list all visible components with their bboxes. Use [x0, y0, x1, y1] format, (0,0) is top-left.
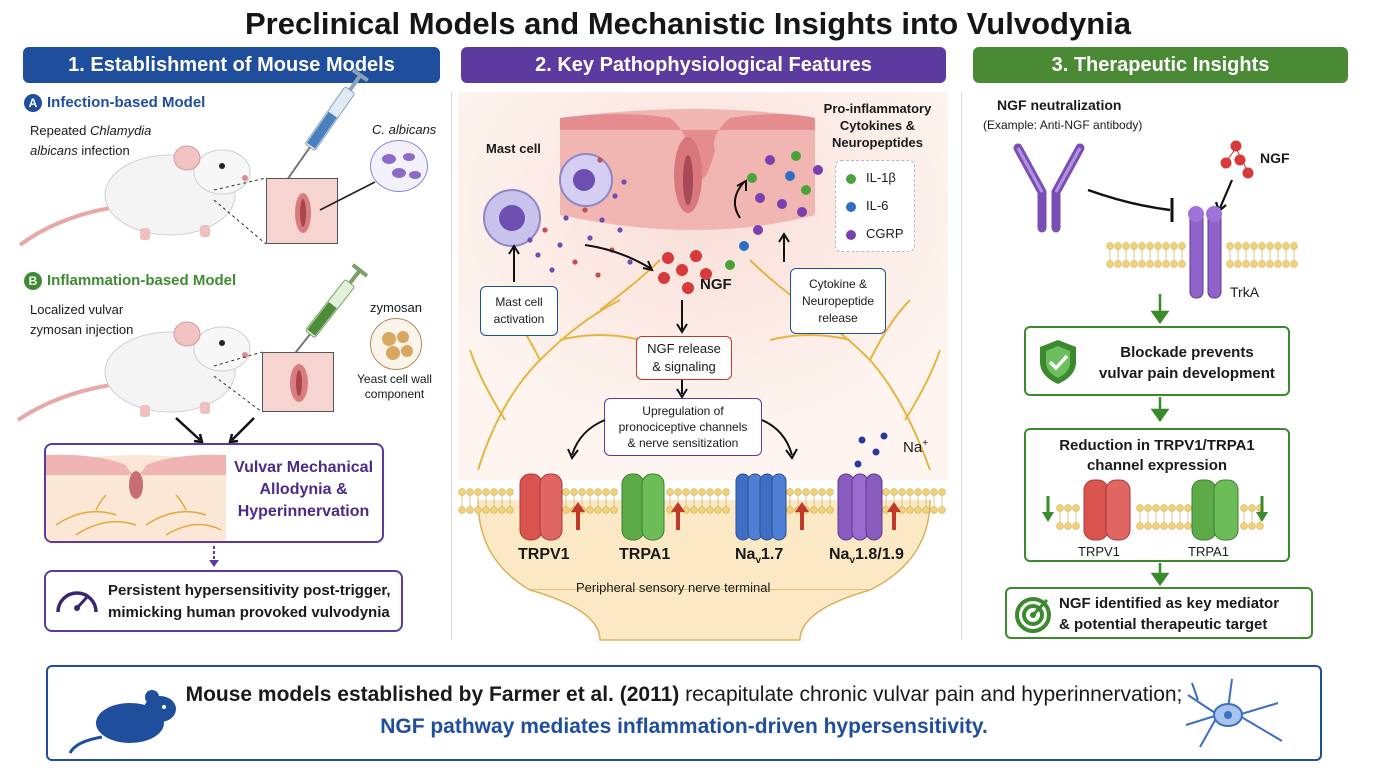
- footer-line1: Mouse models established by Farmer et al…: [185, 683, 1183, 706]
- gauge-icon: [56, 591, 98, 613]
- trpa1-label-s3: TRPA1: [1188, 544, 1229, 559]
- ngf-label: NGF: [700, 276, 732, 293]
- neuron-icon: [1185, 678, 1283, 748]
- trpv1-label: TRPV1: [518, 546, 570, 563]
- mouse-b-illustration: [16, 321, 251, 422]
- mouse-icon: [68, 690, 176, 754]
- ngf-label-s3: NGF: [1260, 150, 1290, 166]
- nav18-channel: [837, 473, 883, 541]
- target-icon: [1015, 597, 1051, 633]
- legend-swatch-il1b: [846, 174, 856, 184]
- badge-a: A: [24, 94, 42, 112]
- page-title: Preclinical Models and Mechanistic Insig…: [245, 6, 1131, 41]
- yeast-cell-icon: [370, 318, 422, 370]
- persistent-text: Persistent hypersensitivity post-trigger…: [108, 582, 391, 621]
- vulva-inset-b: [262, 352, 334, 412]
- c-albicans-icon: [370, 140, 428, 192]
- section-1-header: 1. Establishment of Mouse Models: [23, 47, 440, 83]
- inset-b-connector: [213, 351, 263, 413]
- model-a-title: Infection-based Model: [47, 94, 206, 111]
- legend-label: IL-6: [866, 198, 889, 213]
- badge-b: B: [24, 272, 42, 290]
- trpv1-label-s3: TRPV1: [1078, 544, 1120, 559]
- ngf-neutralization-label: NGF neutralization: [997, 97, 1122, 113]
- mast-cell-label: Mast cell: [486, 141, 541, 156]
- shield-check-icon: [1040, 340, 1076, 384]
- legend: IL-1β IL-6 CGRP: [835, 160, 915, 252]
- nav17-channel: [735, 473, 787, 541]
- section-2-header: 2. Key Pathophysiological Features: [461, 47, 946, 83]
- tissue-illustration: [46, 454, 226, 541]
- model-a-description: Repeated Chlamydia albicans infection: [30, 123, 152, 158]
- vulva-inset-a: [266, 178, 338, 244]
- divider: [961, 92, 962, 640]
- trpa1-label: TRPA1: [619, 546, 671, 563]
- inset-a-connector: [213, 177, 376, 245]
- legend-label: CGRP: [866, 226, 904, 241]
- divider: [451, 92, 452, 640]
- legend-swatch-cgrp: [846, 230, 856, 240]
- legend-label: IL-1β: [866, 170, 896, 185]
- footer-line2: NGF pathway mediates inflammation-driven…: [380, 715, 988, 738]
- mouse-a-illustration: [18, 145, 251, 247]
- sodium-label: Na+: [903, 438, 929, 456]
- zymosan-label: zymosan: [370, 300, 423, 315]
- terminal-label: Peripheral sensory nerve terminal: [576, 580, 771, 595]
- ngf-release-box: NGF release& signaling: [636, 336, 732, 380]
- section-3-header: 3. Therapeutic Insights: [973, 47, 1348, 83]
- trpv1-channel: [519, 473, 563, 541]
- nav18-label: Nav1.8/1.9: [829, 546, 904, 567]
- syringe-a-icon: [287, 68, 369, 180]
- convergence-arrows: [175, 417, 255, 444]
- trka-label: TrkA: [1230, 284, 1260, 300]
- trpa1-channel: [621, 473, 665, 541]
- sodium-ions: [854, 432, 888, 468]
- antibody-example-label: (Example: Anti-NGF antibody): [983, 118, 1143, 132]
- target-text: NGF identified as key mediator& potentia…: [1059, 595, 1280, 633]
- target-box: NGF identified as key mediator& potentia…: [1005, 587, 1313, 639]
- reduced-channels: [1042, 479, 1268, 541]
- model-b-title: Inflammation-based Model: [47, 272, 237, 289]
- persistent-box: Persistent hypersensitivity post-trigger…: [44, 570, 403, 632]
- dashed-arrow: [209, 546, 219, 567]
- up-arrows: [571, 502, 901, 530]
- organism-label: C. albicans: [372, 122, 437, 137]
- legend-swatch-il6: [846, 202, 856, 212]
- nav17-label: Nav1.7: [735, 546, 784, 567]
- footer-box: Mouse models established by Farmer et al…: [46, 665, 1322, 761]
